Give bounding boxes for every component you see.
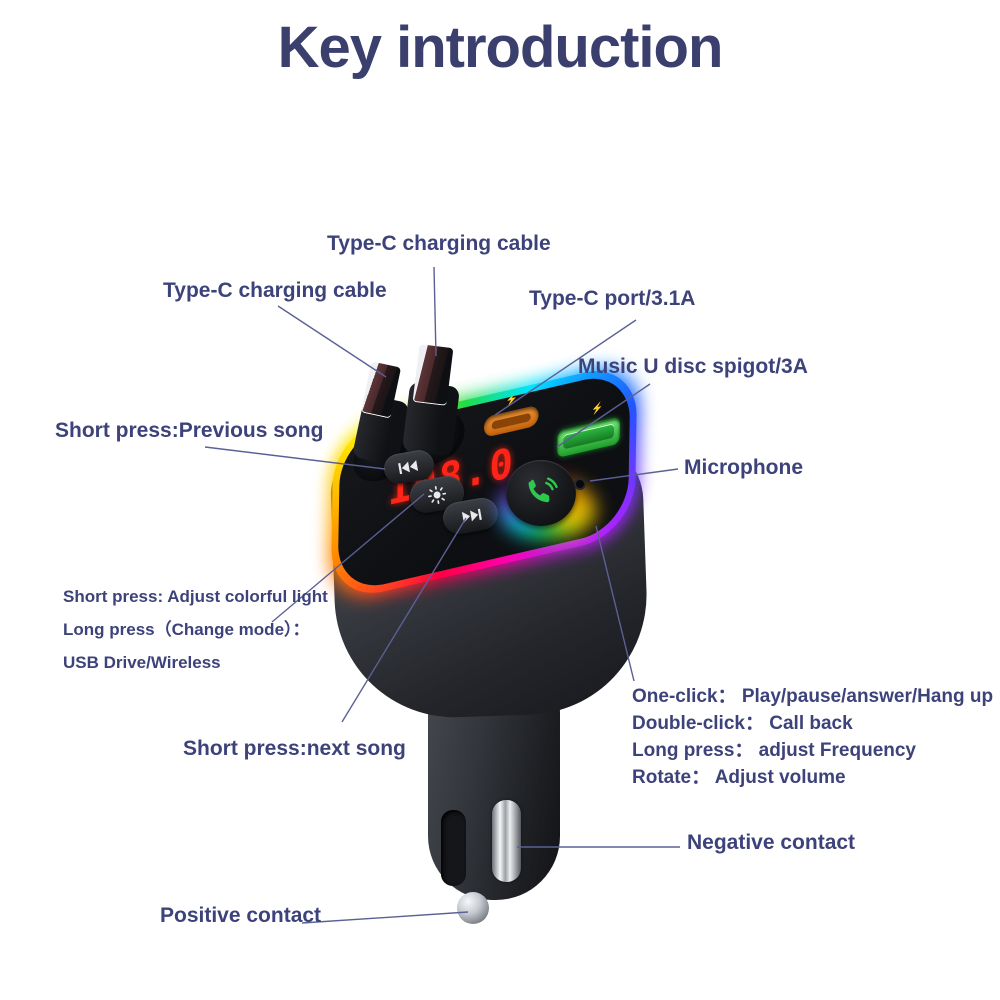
type-c-connector-right <box>412 344 454 406</box>
microphone-hole <box>576 480 584 488</box>
label-light-line1: Short press: Adjust colorful light <box>63 587 328 606</box>
label-usb-port: Music U disc spigot/3A <box>578 355 808 378</box>
label-light-button-block: Short press: Adjust colorful light Long … <box>63 580 328 679</box>
label-knob-line4: Rotate： Adjust volume <box>632 767 846 788</box>
positive-contact-tip <box>457 892 489 924</box>
label-knob-line3: Long press： adjust Frequency <box>632 740 916 761</box>
next-track-icon <box>461 508 482 523</box>
label-next-song: Short press:next song <box>183 737 406 760</box>
usb-charge-icon: ⚡ <box>590 402 604 417</box>
label-typec-cable-left: Type-C charging cable <box>163 279 387 302</box>
previous-song-button <box>381 447 437 487</box>
label-typec-cable-top: Type-C charging cable <box>327 232 551 255</box>
page-title: Key introduction <box>277 15 724 80</box>
negative-contact-spring <box>492 800 521 882</box>
type-c-output-port <box>483 404 539 438</box>
label-knob-line2: Double-click： Call back <box>632 713 853 734</box>
label-light-line3: USB Drive/Wireless <box>63 653 221 672</box>
multifunction-knob <box>506 460 576 526</box>
usb-a-port <box>557 416 621 458</box>
fast-charge-icon: ⚡ <box>505 393 519 408</box>
callout-line-cable-top <box>433 266 437 357</box>
label-positive-contact: Positive contact <box>160 904 322 927</box>
colorful-light-button <box>407 473 467 516</box>
label-knob-block: One-click： Play/pause/answer/Hang up Dou… <box>632 683 993 791</box>
label-previous-song: Short press:Previous song <box>55 419 324 442</box>
previous-track-icon <box>398 460 419 475</box>
label-microphone: Microphone <box>684 456 803 479</box>
plug-clip-slot <box>441 810 466 886</box>
phone-call-icon <box>528 477 558 503</box>
label-light-line2: Long press（Change mode）： <box>63 620 310 639</box>
type-c-slot <box>491 412 531 430</box>
usb-slot <box>563 423 615 450</box>
light-bulb-icon <box>427 485 447 504</box>
label-typec-port: Type-C port/3.1A <box>529 287 696 310</box>
label-knob-line1: One-click： Play/pause/answer/Hang up <box>632 686 994 707</box>
callout-line-positive-contact <box>301 911 469 924</box>
label-negative-contact: Negative contact <box>687 831 856 854</box>
